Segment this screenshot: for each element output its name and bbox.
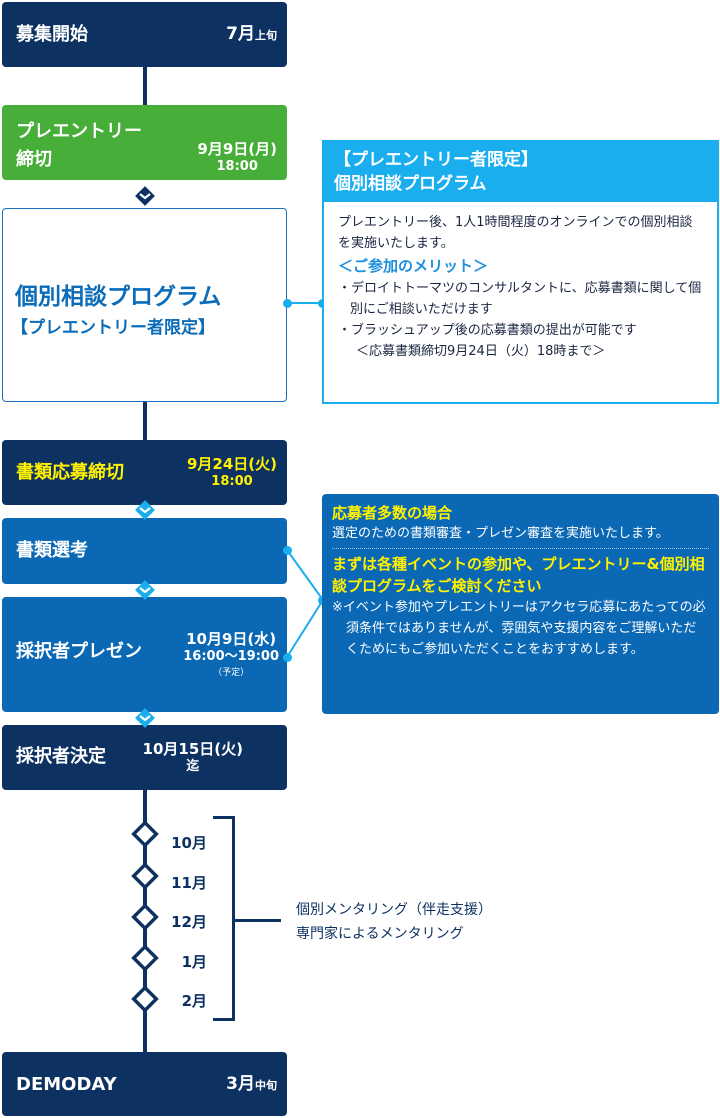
step-note: 迄 bbox=[186, 759, 200, 774]
consult-subtitle: 【プレエントリー者限定】 bbox=[11, 318, 215, 338]
merit-item: ・ブラッシュアップ後の応募書類の提出が可能です bbox=[338, 323, 637, 338]
month-label: 11月 bbox=[171, 874, 207, 892]
step-recruit-start: 募集開始 7月上旬 bbox=[2, 2, 287, 67]
month-label: 2月 bbox=[181, 992, 207, 1010]
consult-intro: プレエントリー後、1人1時間程度のオンラインでの個別相談を実施いたします。 bbox=[338, 215, 693, 251]
step-time: 16:00〜19:00 bbox=[183, 649, 279, 664]
merit-note: ＜応募書類締切9月24日（火）18時まで＞ bbox=[356, 344, 606, 359]
diamond-marker-icon bbox=[131, 862, 159, 890]
diamond-marker-icon bbox=[131, 985, 159, 1013]
step-time: 18:00 bbox=[216, 159, 258, 174]
step-label: プレエントリー bbox=[16, 121, 142, 142]
step-time: 18:00 bbox=[211, 474, 253, 489]
step-label: 採択者決定 bbox=[16, 746, 106, 767]
step-date-suffix: 中旬 bbox=[255, 1079, 277, 1092]
bracket-connector bbox=[235, 919, 281, 922]
mentoring-line1: 個別メンタリング（伴走支援） bbox=[296, 902, 492, 918]
step-consult-program: 個別相談プログラム 【プレエントリー者限定】 bbox=[2, 208, 287, 402]
step-note: （予定） bbox=[213, 668, 250, 678]
step-date: 7月 bbox=[226, 24, 255, 44]
diamond-marker-icon bbox=[131, 903, 159, 931]
mentoring-text: 個別メンタリング（伴走支援） 専門家によるメンタリング bbox=[296, 898, 492, 946]
merit-item: ・デロイトトーマツのコンサルタントに、応募書類に関して個別にご相談いただけます bbox=[338, 281, 702, 317]
step-date: 9月9日(月) bbox=[197, 140, 277, 158]
timeline-line bbox=[143, 66, 147, 106]
connector-lines bbox=[286, 302, 324, 658]
step-decision: 採択者決定 10月15日(火)迄 bbox=[2, 725, 287, 790]
step-label: 書類選考 bbox=[16, 540, 88, 561]
screening-title: 応募者多数の場合 bbox=[332, 504, 453, 522]
merit-title: ＜ご参加のメリット＞ bbox=[338, 257, 489, 275]
connector-dot bbox=[283, 299, 292, 308]
step-date: 10月15日(火) bbox=[142, 740, 243, 758]
step-date-suffix: 上旬 bbox=[255, 29, 277, 42]
diamond-marker-icon bbox=[131, 820, 159, 848]
diamond-marker-icon bbox=[131, 944, 159, 972]
step-label: 締切 bbox=[16, 149, 52, 170]
screening-text: 選定のための書類審査・プレゼン審査を実施いたします。 bbox=[332, 524, 709, 549]
consult-program-info-box: 【プレエントリー者限定】 個別相談プログラム プレエントリー後、1人1時間程度の… bbox=[322, 140, 719, 404]
screening-note: ※イベント参加やプレエントリーはアクセラ応募にあたっての必須条件ではありませんが… bbox=[332, 600, 706, 657]
mentoring-bracket bbox=[213, 816, 235, 1021]
step-document-deadline: 書類応募締切 9月24日(火)18:00 bbox=[2, 440, 287, 505]
chevron-down-icon bbox=[135, 500, 155, 520]
step-preentry-deadline: プレエントリー 締切 9月9日(月)18:00 bbox=[2, 105, 287, 180]
chevron-down-icon bbox=[135, 580, 155, 600]
header-line1: 【プレエントリー者限定】 bbox=[334, 150, 538, 170]
timeline-line bbox=[143, 400, 147, 442]
step-date: 10月9日(水) bbox=[186, 630, 277, 648]
screening-cta: まずは各種イベントの参加や、プレエントリー&個別相談プログラムをご検討ください bbox=[332, 555, 705, 595]
step-label: 募集開始 bbox=[16, 24, 88, 45]
chevron-down-icon bbox=[135, 186, 155, 206]
header-line2: 個別相談プログラム bbox=[334, 174, 487, 194]
month-label: 12月 bbox=[171, 913, 207, 931]
step-label: DEMODAY bbox=[16, 1074, 117, 1095]
mentoring-line2: 専門家によるメンタリング bbox=[296, 926, 464, 942]
step-label: 書類応募締切 bbox=[16, 462, 124, 483]
connector-dot bbox=[283, 546, 292, 555]
step-demoday: DEMODAY 3月中旬 bbox=[2, 1052, 287, 1116]
step-label: 採択者プレゼン bbox=[16, 641, 142, 662]
step-document-screening: 書類選考 bbox=[2, 518, 287, 584]
chevron-down-icon bbox=[135, 708, 155, 728]
step-date: 9月24日(火) bbox=[186, 455, 277, 473]
screening-info-box: 応募者多数の場合 選定のための書類審査・プレゼン審査を実施いたします。 まずは各… bbox=[322, 494, 719, 714]
step-presentation: 採択者プレゼン 10月9日(水)16:00〜19:00 （予定） bbox=[2, 597, 287, 712]
connector-dot bbox=[283, 653, 292, 662]
month-label: 10月 bbox=[171, 834, 207, 852]
step-date: 3月 bbox=[226, 1074, 255, 1094]
consult-title: 個別相談プログラム bbox=[15, 284, 222, 310]
month-label: 1月 bbox=[181, 953, 207, 971]
info-box-header: 【プレエントリー者限定】 個別相談プログラム bbox=[324, 142, 717, 202]
